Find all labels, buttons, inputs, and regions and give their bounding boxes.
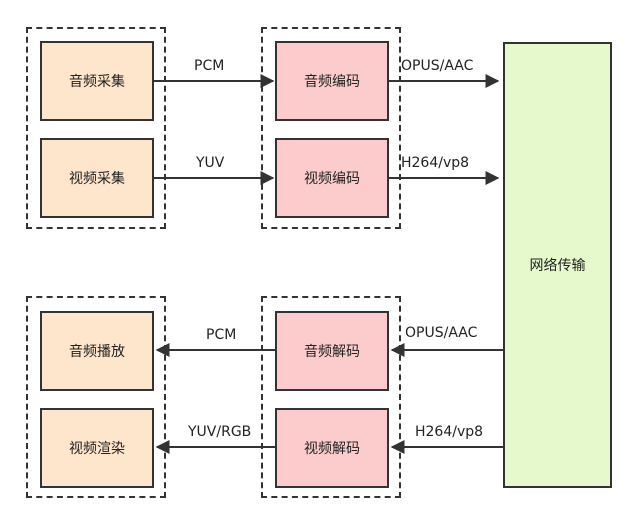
audio-capture-label: 音频采集 bbox=[69, 74, 125, 90]
network-box: 网络传输 bbox=[503, 42, 612, 488]
edge-label-h264-up: H264/vp8 bbox=[401, 155, 470, 171]
encode-group bbox=[261, 27, 401, 229]
video-encode-label: 视频编码 bbox=[304, 171, 360, 187]
video-capture-label: 视频采集 bbox=[69, 171, 125, 187]
edge-label-pcm-up: PCM bbox=[194, 58, 225, 74]
decode-group bbox=[261, 296, 401, 498]
edge-label-yuvrgb-down: YUV/RGB bbox=[188, 424, 252, 440]
audio-capture-box: 音频采集 bbox=[40, 41, 154, 121]
capture-group bbox=[26, 27, 166, 229]
video-decode-label: 视频解码 bbox=[304, 441, 360, 457]
audio-decode-box: 音频解码 bbox=[275, 311, 389, 391]
audio-encode-box: 音频编码 bbox=[275, 41, 389, 121]
edge-label-opus-down: OPUS/AAC bbox=[405, 325, 478, 341]
audio-encode-label: 音频编码 bbox=[304, 74, 360, 90]
video-render-box: 视频渲染 bbox=[40, 408, 154, 488]
edge-label-pcm-down: PCM bbox=[206, 327, 237, 343]
video-render-label: 视频渲染 bbox=[69, 441, 125, 457]
edge-label-h264-down: H264/vp8 bbox=[415, 424, 484, 440]
network-label: 网络传输 bbox=[529, 258, 586, 274]
render-group bbox=[26, 296, 166, 498]
audio-play-label: 音频播放 bbox=[69, 344, 125, 360]
video-encode-box: 视频编码 bbox=[275, 138, 389, 218]
edge-label-opus-up: OPUS/AAC bbox=[401, 58, 474, 74]
video-decode-box: 视频解码 bbox=[275, 408, 389, 488]
audio-play-box: 音频播放 bbox=[40, 311, 154, 391]
audio-decode-label: 音频解码 bbox=[304, 344, 360, 360]
edge-label-yuv-up: YUV bbox=[196, 155, 225, 171]
video-capture-box: 视频采集 bbox=[40, 138, 154, 218]
